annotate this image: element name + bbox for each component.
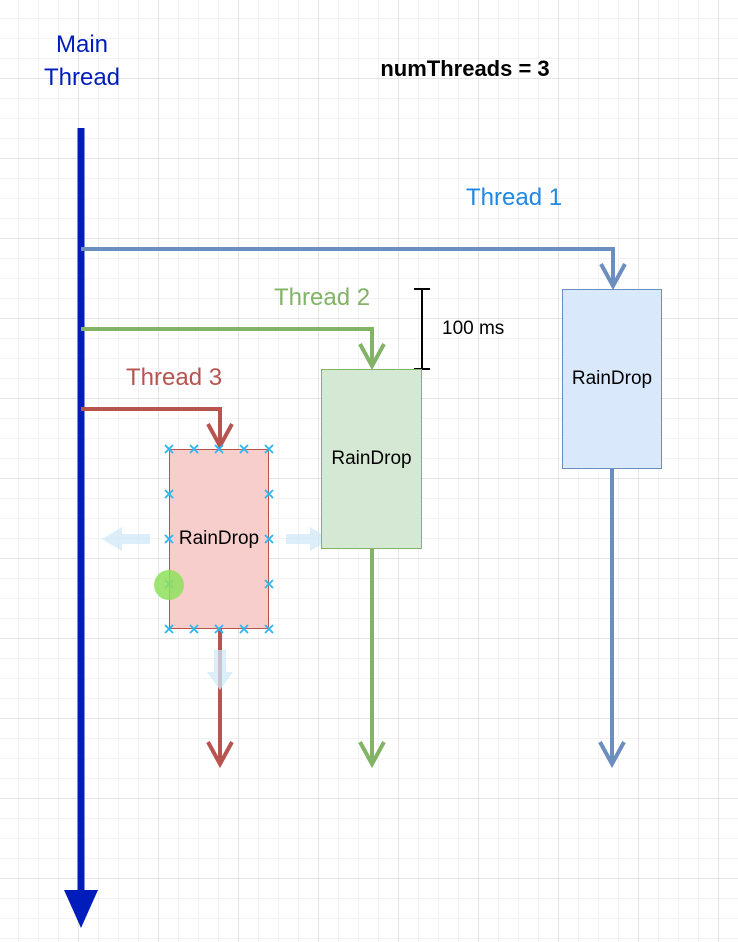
thread-2-connector-arrowhead (358, 343, 386, 371)
thread-2-output-arrowhead (358, 741, 386, 769)
raindrop-label: RainDrop (178, 528, 260, 549)
thread-3-output-arrowhead (206, 741, 234, 769)
hover-arrow-right-icon[interactable] (286, 527, 330, 551)
hover-arrow-left-icon[interactable] (102, 527, 150, 551)
hover-arrow-down-icon[interactable] (207, 650, 233, 690)
thread-1-connector[interactable] (81, 247, 615, 283)
thread-2-label[interactable]: Thread 2 (274, 284, 371, 311)
thread-2-raindrop-box[interactable]: RainDrop (321, 369, 422, 549)
thread-3-connector[interactable] (81, 407, 222, 443)
raindrop-label: RainDrop (571, 368, 653, 389)
raindrop-label: RainDrop (331, 448, 412, 469)
thread-1-connector-arrowhead (599, 263, 627, 291)
delay-label[interactable]: 100 ms (442, 318, 505, 339)
thread-1-raindrop-box[interactable]: RainDrop (562, 289, 662, 469)
delay-bracket[interactable] (414, 288, 430, 370)
main-thread-arrowhead (64, 890, 98, 928)
thread-3-raindrop-box[interactable]: RainDrop (169, 449, 269, 629)
thread-1-output-arrowhead (598, 741, 626, 769)
thread-1-label[interactable]: Thread 1 (466, 184, 563, 211)
num-threads-heading[interactable]: numThreads = 3 (380, 56, 550, 81)
thread-3-label[interactable]: Thread 3 (126, 364, 223, 391)
main-thread-label[interactable]: Main Thread (43, 31, 121, 91)
thread-2-connector[interactable] (81, 327, 374, 363)
